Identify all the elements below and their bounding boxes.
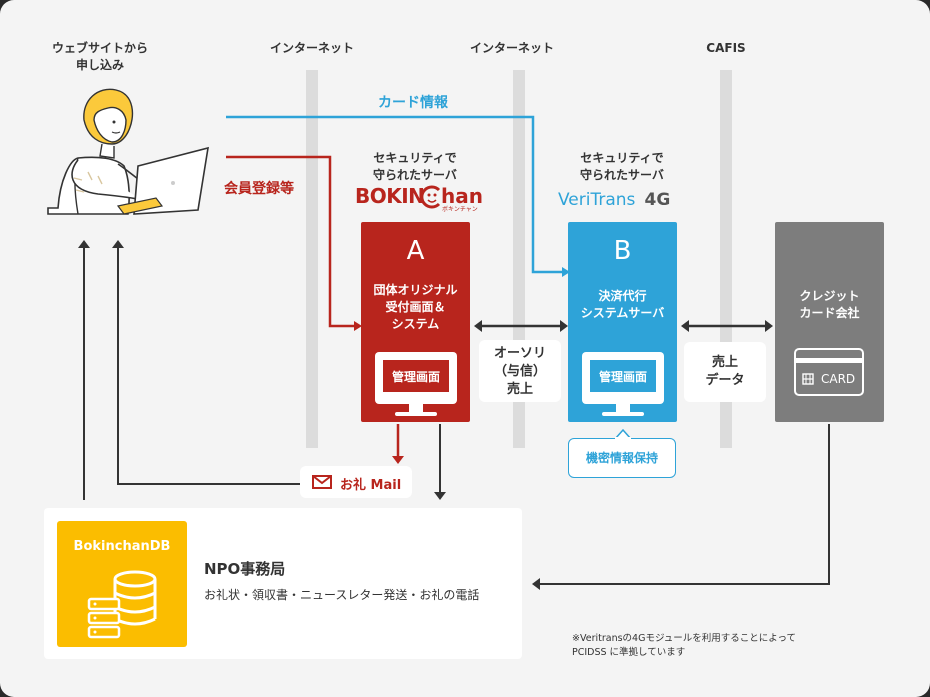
veritrans-logo: VeriTrans 4G: [558, 190, 698, 214]
column-label-web: ウェブサイトから 申し込み: [51, 41, 148, 72]
bokinchan-smile-icon: [420, 185, 441, 209]
column-label-internet-2: インターネット: [469, 41, 554, 55]
veritrans-security-label: セキュリティで 守られたサーバ: [580, 151, 664, 182]
card-label: CARD: [821, 372, 856, 386]
server-b-letter: B: [613, 236, 632, 266]
secret-badge-cover: [615, 437, 631, 441]
server-b-admin-monitor: 管理画面: [582, 352, 664, 404]
credit-card-stripe: [796, 358, 862, 363]
server-b-monitor-base: [602, 412, 644, 416]
bokinchan-db-label: BokinchanDB: [73, 539, 171, 554]
bokinchan-db-tile: BokinchanDB: [57, 521, 187, 647]
flow-label-member-registration: 会員登録等: [224, 181, 294, 197]
footnote: ※Veritransの4Gモジュールを利用することによって PCIDSS に準拠…: [572, 633, 797, 658]
veritrans-logo-4g: 4G: [644, 190, 671, 210]
flow-label-card-info: カード情報: [378, 95, 448, 111]
npo-title: NPO事務局: [204, 560, 286, 578]
server-a-monitor-base: [395, 412, 437, 416]
npo-description: お礼状・領収書・ニュースレター発送・お礼の電話: [204, 588, 480, 602]
bokinchan-security-label: セキュリティで 守られたサーバ: [373, 151, 457, 182]
credit-card-company: クレジット カード会社: [775, 222, 884, 422]
server-b-monitor-stand: [616, 404, 630, 414]
server-b-title: 決済代行 システムサーバ: [580, 289, 665, 320]
sales-data-box: 売上 データ: [684, 342, 766, 402]
user-laptop-illustration: [47, 88, 209, 215]
bokinchan-logo-text: BOKIN: [355, 184, 425, 208]
thanks-mail-label: お礼 Mail: [340, 478, 402, 493]
server-a-letter: A: [406, 236, 425, 266]
secret-info-badge: 機密情報保持: [568, 438, 676, 478]
column-label-cafis: CAFIS: [706, 41, 746, 55]
bokinchan-logo-subtext: ボキンチャン: [442, 206, 478, 213]
server-a-admin-monitor: 管理画面: [375, 352, 457, 404]
mail-icon: [312, 475, 332, 489]
column-label-internet-1: インターネット: [269, 41, 354, 55]
thanks-mail-box: お礼 Mail: [300, 466, 412, 498]
server-b-admin-screen: 管理画面: [590, 360, 656, 392]
veritrans-logo-text: VeriTrans: [558, 190, 636, 210]
server-a-admin-screen: 管理画面: [383, 360, 449, 392]
internet-pole-1: [306, 70, 318, 448]
bokinchan-logo-text-han: han: [441, 184, 483, 208]
server-a-title: 団体オリジナル 受付画面＆ システム: [373, 283, 458, 331]
credit-card-graphic: CARD: [794, 348, 864, 396]
database-icon: [87, 570, 157, 639]
card-chip-icon: [802, 373, 814, 385]
server-a-monitor-stand: [409, 404, 423, 414]
bokinchan-logo: BOKIN han ボキンチャン: [355, 184, 495, 214]
credit-card-company-title: クレジット カード会社: [799, 289, 860, 320]
npo-office-panel: BokinchanDB NPO事務局 お礼状・領収書・ニュースレター発送・お礼の…: [44, 508, 522, 659]
authorization-box: オーソリ （与信） 売上: [479, 340, 561, 402]
